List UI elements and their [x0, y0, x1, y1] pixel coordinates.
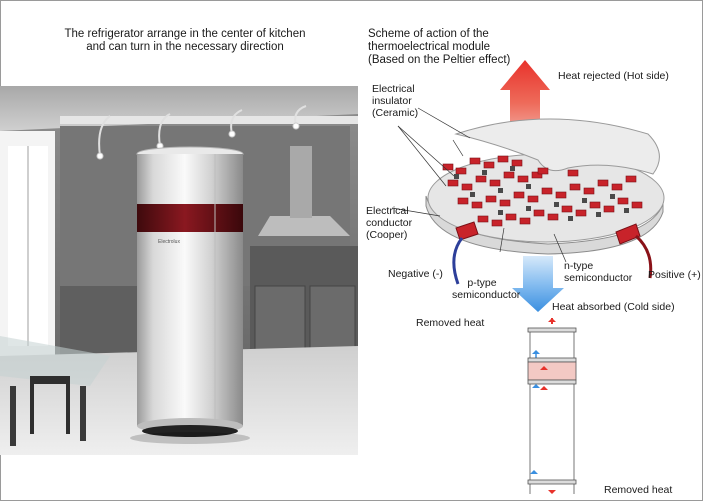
insulator-line-1: Electrical [372, 83, 415, 95]
insulator-line-2: insulator [372, 95, 412, 107]
n-type-line-1: n-type [564, 260, 594, 272]
scheme-title: Scheme of action of the thermoelectrical… [368, 28, 510, 67]
kitchen-photo: Electrolux [0, 86, 358, 455]
conductor-line-2: conductor [366, 217, 413, 229]
scheme-title-line-1: Scheme of action of the [368, 28, 489, 40]
kitchen-illustration [0, 86, 358, 455]
module-schematic [520, 318, 590, 496]
heat-absorbed-label: Heat absorbed (Cold side) [552, 301, 675, 313]
conductor-label: Electrical conductor (Cooper) [366, 205, 412, 241]
negative-label: Negative (-) [388, 268, 443, 280]
p-type-line-2: semiconductor [452, 289, 521, 301]
insulator-label: Electrical insulator (Ceramic) [372, 83, 418, 119]
conductor-line-3: (Cooper) [366, 229, 408, 241]
module-drawing [527, 318, 577, 494]
scheme-title-line-3: (Based on the Peltier effect) [368, 54, 511, 66]
insulator-line-3: (Ceramic) [372, 107, 419, 119]
caption-line-1: The refrigerator arrange in the center o… [64, 28, 306, 40]
n-type-label: n-type semiconductor [564, 260, 632, 284]
brand-label: Electrolux [158, 239, 180, 245]
negative-wire [452, 237, 464, 285]
cold-arrow [512, 256, 564, 312]
pink-band [527, 361, 577, 381]
negative-terminal [455, 221, 479, 241]
semiconductor-array [442, 155, 643, 227]
caption-line-2: and can turn in the necessary direction [86, 41, 284, 53]
heat-rejected-label: Heat rejected (Hot side) [558, 70, 669, 82]
refrigerator-caption: The refrigerator arrange in the center o… [40, 28, 330, 54]
n-type-line-2: semiconductor [564, 272, 633, 284]
peltier-diagram: Heat rejected (Hot side) Electrical insu… [358, 56, 703, 316]
conductor-line-1: Electrical [366, 205, 409, 217]
top-plate [527, 327, 577, 333]
bottom-plate [527, 479, 577, 485]
removed-heat-bottom-label: Removed heat [604, 484, 673, 496]
p-type-label: p-type semiconductor [452, 277, 521, 301]
peltier-illustration [391, 60, 665, 312]
positive-wire [634, 234, 653, 279]
n-type-elements [454, 166, 629, 221]
leader-lines [391, 107, 567, 263]
top-ceramic-plate [454, 118, 660, 175]
positive-terminal [615, 223, 641, 245]
positive-label: Positive (+) [648, 269, 701, 281]
scheme-title-line-2: thermoelectrical module [368, 41, 491, 53]
removed-heat-top-label: Removed heat [416, 317, 485, 329]
p-type-line-1: p-type [467, 277, 497, 289]
